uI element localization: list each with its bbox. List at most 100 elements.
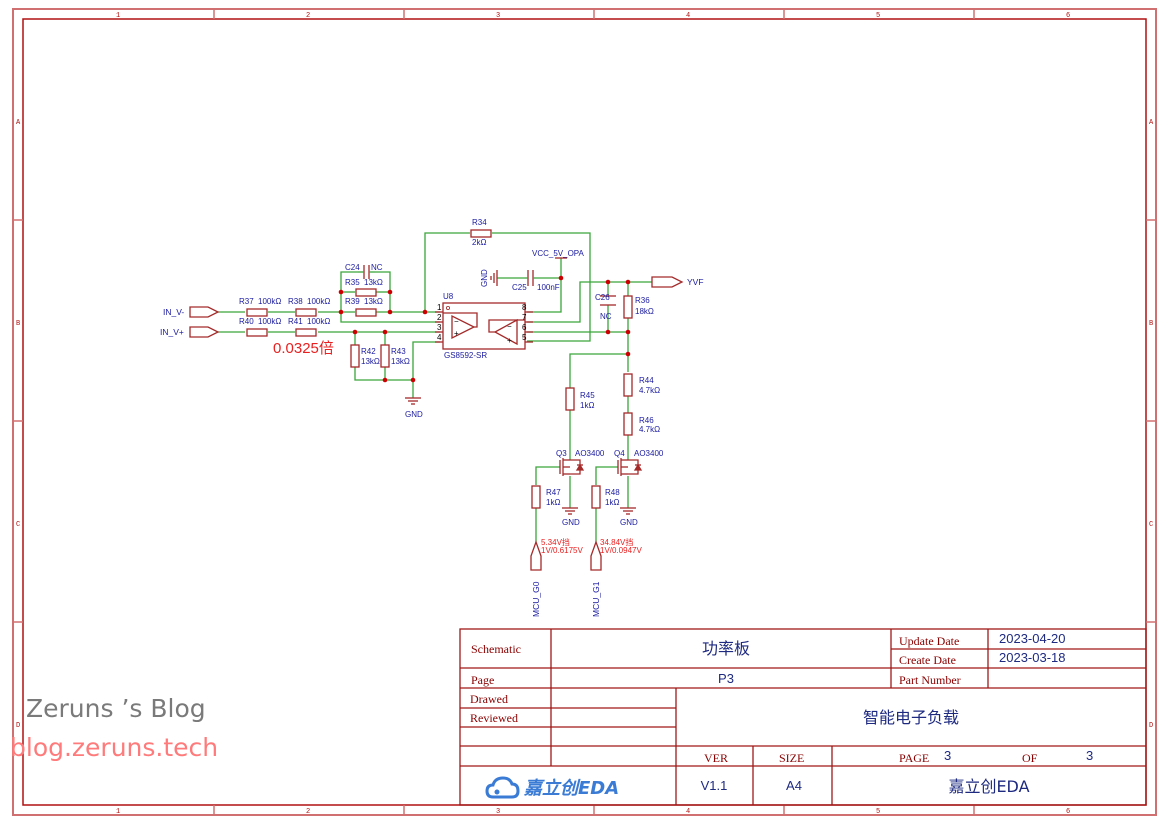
ref: R42 — [361, 347, 376, 356]
part-number-label: Part Number — [899, 673, 961, 687]
value: 18kΩ — [635, 307, 654, 316]
ref: R47 — [546, 488, 561, 497]
col-label: 5 — [876, 12, 880, 20]
capacitor-c26[interactable]: C26 NC — [595, 293, 616, 321]
col-label: 6 — [1066, 12, 1070, 20]
size-label: SIZE — [779, 751, 804, 765]
vcc-symbol: VCC_5V_OPA — [532, 249, 585, 259]
port-label: MCU_G1 — [591, 581, 601, 617]
gnd-label: GND — [562, 518, 580, 527]
value: 4.7kΩ — [639, 386, 660, 395]
pin-number: 8 — [522, 303, 527, 312]
create-date-label: Create Date — [899, 653, 956, 667]
port-mcu-g1[interactable]: MCU_G1 — [590, 540, 602, 617]
value: 100kΩ — [307, 297, 330, 306]
col-label: 4 — [686, 12, 690, 20]
project-name: 智能电子负载 — [863, 708, 959, 727]
opamp-u8[interactable]: − + − + 1 2 3 4 5 6 7 8 U8 GS8592-SR — [435, 292, 533, 360]
col-label: 6 — [1066, 808, 1070, 816]
resistor-r37[interactable]: R37 100kΩ — [239, 297, 281, 317]
value: 13kΩ — [391, 357, 410, 366]
capacitor-c24[interactable]: C24 NC — [345, 263, 383, 279]
ref: C25 — [512, 283, 527, 292]
reviewed-label: Reviewed — [470, 711, 518, 725]
resistor-r38[interactable]: R38 100kΩ — [288, 297, 330, 317]
port-mcu-g0[interactable]: MCU_G0 — [530, 540, 542, 617]
resistor-r45[interactable]: R45 1kΩ — [565, 387, 595, 411]
ref: R41 — [288, 317, 303, 326]
ground-symbol: GND — [480, 269, 498, 287]
resistor-r40[interactable]: R40 100kΩ — [239, 317, 281, 337]
gnd-label: GND — [620, 518, 638, 527]
value: 1kΩ — [605, 498, 619, 507]
resistor-r43[interactable]: R43 13kΩ — [380, 344, 410, 368]
port-label: IN_V+ — [160, 327, 184, 337]
ref: Q4 — [614, 449, 625, 458]
value: 13kΩ — [364, 297, 383, 306]
mosfet-q3[interactable]: Q3 AO3400 — [556, 449, 605, 476]
resistor-r36[interactable]: R36 18kΩ — [623, 295, 654, 319]
capacitor-c25[interactable]: C25 100nF — [512, 270, 560, 292]
ground-symbol: GND — [620, 507, 638, 527]
col-label: 1 — [116, 808, 120, 816]
ref: C24 — [345, 263, 360, 272]
col-label: 3 — [496, 12, 500, 20]
pin-number: 5 — [522, 333, 527, 342]
ref: R40 — [239, 317, 254, 326]
value: AO3400 — [634, 449, 664, 458]
create-date: 2023-03-18 — [999, 650, 1066, 665]
company-name: 嘉立创EDA — [948, 777, 1029, 796]
resistor-r34[interactable]: R34 2kΩ — [470, 218, 492, 247]
ver-label: VER — [704, 751, 728, 765]
ref: R44 — [639, 376, 654, 385]
of-label: OF — [1022, 751, 1038, 765]
pin-number: 6 — [522, 323, 527, 332]
col-label: 4 — [686, 808, 690, 816]
title-block: Schematic 功率板 Page P3 Drawed Reviewed Up… — [459, 628, 1147, 806]
inner-border — [22, 18, 1147, 806]
ref: R45 — [580, 391, 595, 400]
value: NC — [371, 263, 383, 272]
schematic-title: 功率板 — [702, 639, 750, 658]
row-label: D — [1149, 722, 1153, 730]
col-label: 2 — [306, 808, 310, 816]
mosfet-q4[interactable]: Q4 AO3400 — [614, 449, 664, 476]
resistor-r41[interactable]: R41 100kΩ — [288, 317, 330, 337]
pin-number: 4 — [437, 333, 442, 342]
value: GS8592-SR — [444, 351, 487, 360]
resistor-r46[interactable]: R46 4.7kΩ — [623, 412, 660, 436]
value: 13kΩ — [364, 278, 383, 287]
g0-range-note: 5.34V挡 — [541, 537, 570, 547]
ref: R34 — [472, 218, 487, 227]
port-in-pos[interactable]: IN_V+ — [160, 326, 220, 338]
resistor-r44[interactable]: R44 4.7kΩ — [623, 373, 660, 397]
resistor-r48[interactable]: R48 1kΩ — [591, 485, 620, 509]
col-label: 2 — [306, 12, 310, 20]
port-yvf[interactable]: YVF — [651, 276, 704, 288]
col-label: 5 — [876, 808, 880, 816]
resistor-r42[interactable]: R42 13kΩ — [350, 344, 380, 368]
resistor-r39[interactable]: R39 13kΩ — [345, 297, 383, 317]
ref: R35 — [345, 278, 360, 287]
value: 1kΩ — [546, 498, 560, 507]
update-date-label: Update Date — [899, 634, 959, 648]
port-label: IN_V- — [163, 307, 184, 317]
resistor-r47[interactable]: R47 1kΩ — [531, 485, 561, 509]
pin-number: 2 — [437, 313, 442, 322]
resistor-r35[interactable]: R35 13kΩ — [345, 278, 383, 297]
plus-sign: + — [454, 329, 459, 338]
row-label: A — [1149, 119, 1154, 127]
pin-number: 1 — [437, 303, 442, 312]
watermark-url: blog.zeruns.tech — [10, 733, 219, 762]
update-date: 2023-04-20 — [999, 631, 1066, 646]
row-label: B — [16, 320, 20, 328]
value: NC — [600, 312, 612, 321]
ref: R39 — [345, 297, 360, 306]
ref: R36 — [635, 296, 650, 305]
port-in-neg[interactable]: IN_V- — [163, 306, 220, 318]
port-label: YVF — [687, 277, 704, 287]
page-label: Page — [471, 673, 494, 687]
page-value: P3 — [718, 671, 734, 686]
page-num-label: PAGE — [899, 751, 929, 765]
